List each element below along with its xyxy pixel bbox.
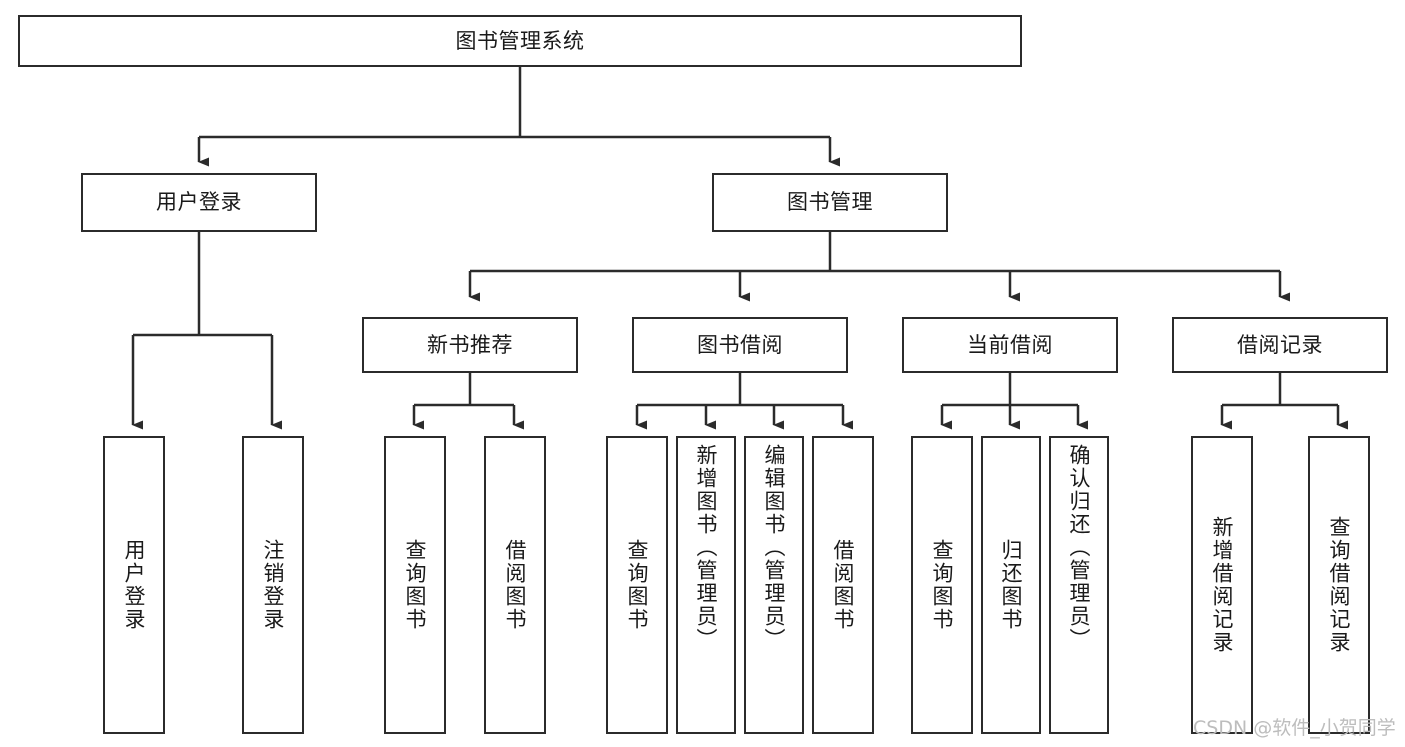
node-label: 编辑图书（管理员）	[762, 444, 787, 651]
node-label: 借阅图书	[503, 539, 528, 631]
node-user-login[interactable]: 用户登录	[81, 173, 317, 232]
node-leaf-edit-book-admin[interactable]: 编辑图书（管理员）	[744, 436, 804, 734]
node-leaf-add-borrow-record[interactable]: 新增借阅记录	[1191, 436, 1253, 734]
node-label: 新增借阅记录	[1210, 516, 1235, 654]
node-label: 借阅图书	[831, 539, 856, 631]
node-label: 确认归还（管理员）	[1067, 444, 1092, 651]
node-leaf-borrow-book[interactable]: 借阅图书	[812, 436, 874, 734]
node-leaf-query-book-borrow[interactable]: 查询图书	[606, 436, 668, 734]
node-label: 用户登录	[122, 539, 147, 631]
node-label: 查询图书	[403, 539, 428, 631]
node-leaf-user-login[interactable]: 用户登录	[103, 436, 165, 734]
node-label: 归还图书	[999, 539, 1024, 631]
node-root-book-management-system[interactable]: 图书管理系统	[18, 15, 1022, 67]
node-book-management[interactable]: 图书管理	[712, 173, 948, 232]
node-leaf-borrow-book-recommend[interactable]: 借阅图书	[484, 436, 546, 734]
node-book-borrowing[interactable]: 图书借阅	[632, 317, 848, 373]
node-leaf-query-book-current[interactable]: 查询图书	[911, 436, 973, 734]
node-label: 图书管理	[787, 190, 873, 215]
node-leaf-return-book[interactable]: 归还图书	[981, 436, 1041, 734]
node-label: 用户登录	[156, 190, 242, 215]
node-label: 新增图书（管理员）	[694, 444, 719, 651]
node-label: 当前借阅	[967, 332, 1053, 357]
node-label: 查询图书	[625, 539, 650, 631]
node-label: 查询借阅记录	[1327, 516, 1352, 654]
node-label: 新书推荐	[427, 332, 513, 357]
node-label: 图书管理系统	[455, 28, 585, 53]
node-label: 借阅记录	[1237, 332, 1323, 357]
node-leaf-query-borrow-record[interactable]: 查询借阅记录	[1308, 436, 1370, 734]
node-leaf-query-book-recommend[interactable]: 查询图书	[384, 436, 446, 734]
node-current-borrowing[interactable]: 当前借阅	[902, 317, 1118, 373]
node-new-book-recommendation[interactable]: 新书推荐	[362, 317, 578, 373]
node-label: 注销登录	[261, 539, 286, 631]
node-label: 图书借阅	[697, 332, 783, 357]
node-label: 查询图书	[930, 539, 955, 631]
node-leaf-confirm-return-admin[interactable]: 确认归还（管理员）	[1049, 436, 1109, 734]
node-leaf-add-book-admin[interactable]: 新增图书（管理员）	[676, 436, 736, 734]
node-borrowing-record[interactable]: 借阅记录	[1172, 317, 1388, 373]
node-leaf-logout[interactable]: 注销登录	[242, 436, 304, 734]
